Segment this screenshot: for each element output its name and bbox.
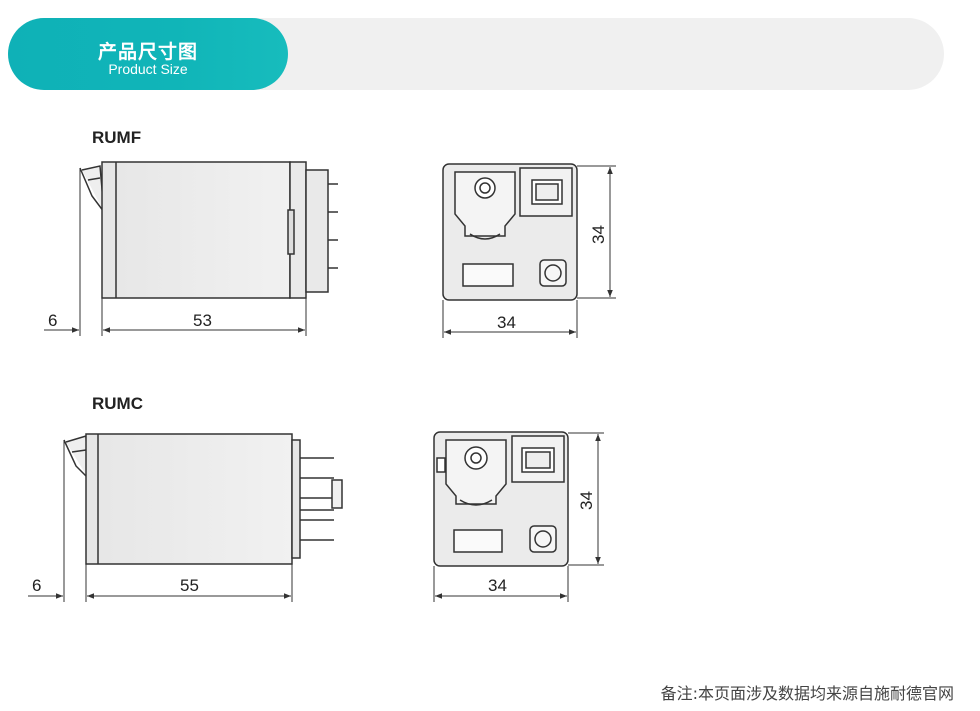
section-title-pill: 产品尺寸图 Product Size [8,18,288,90]
rumc-dim-tab: 6 [32,576,41,595]
rumc-dim-length: 55 [180,576,199,595]
section-title: 产品尺寸图 [97,41,198,63]
model-label-rumf: RUMF [92,128,142,147]
section-subtitle: Product Size [108,61,188,77]
rumf-front-view [442,163,616,338]
rumf-dim-tab: 6 [48,311,57,330]
footer-note: 备注:本页面涉及数据均来源自施耐德官网 [660,684,954,703]
rumf-dim-length: 53 [193,311,212,330]
rumc-front-view [433,431,604,602]
rumc-dim-width: 34 [488,576,507,595]
rumf-dim-height: 34 [589,225,608,244]
rumf-dim-width: 34 [497,313,516,332]
model-label-rumc: RUMC [92,394,143,413]
rumc-side-view [63,433,343,602]
rumf-side-view [79,161,338,336]
rumc-dim-height: 34 [577,491,596,510]
rumf-front-dim-lines [444,167,613,335]
rumc-front-dim-lines [435,434,601,599]
